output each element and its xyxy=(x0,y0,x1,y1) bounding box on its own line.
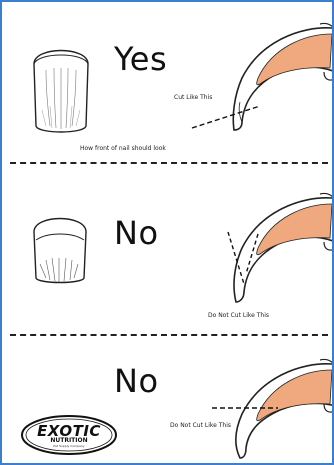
cut-label-yes: Cut Like This xyxy=(174,94,212,101)
panel-heading-yes: Yes xyxy=(114,40,167,78)
cut-line-good xyxy=(190,102,262,132)
nail-front-view-bad xyxy=(30,208,90,293)
panel-heading-no-2: No xyxy=(114,362,159,400)
cut-label-no-2: Do Not Cut Like This xyxy=(170,422,231,429)
section-divider-2 xyxy=(10,334,328,336)
cut-line-bad-2 xyxy=(210,400,280,416)
panel-heading-no-1: No xyxy=(114,214,159,252)
exotic-nutrition-logo: EXOTIC NUTRITION Pet Supply Company xyxy=(20,414,118,456)
logo-tagline: Pet Supply Company xyxy=(20,444,118,448)
nail-front-view-good xyxy=(30,40,92,140)
logo-sub: NUTRITION xyxy=(20,437,118,444)
cut-line-bad-1 xyxy=(224,230,264,286)
cut-label-no-1: Do Not Cut Like This xyxy=(208,312,269,319)
front-label: How front of nail should look xyxy=(80,145,166,152)
section-divider-1 xyxy=(10,162,328,164)
